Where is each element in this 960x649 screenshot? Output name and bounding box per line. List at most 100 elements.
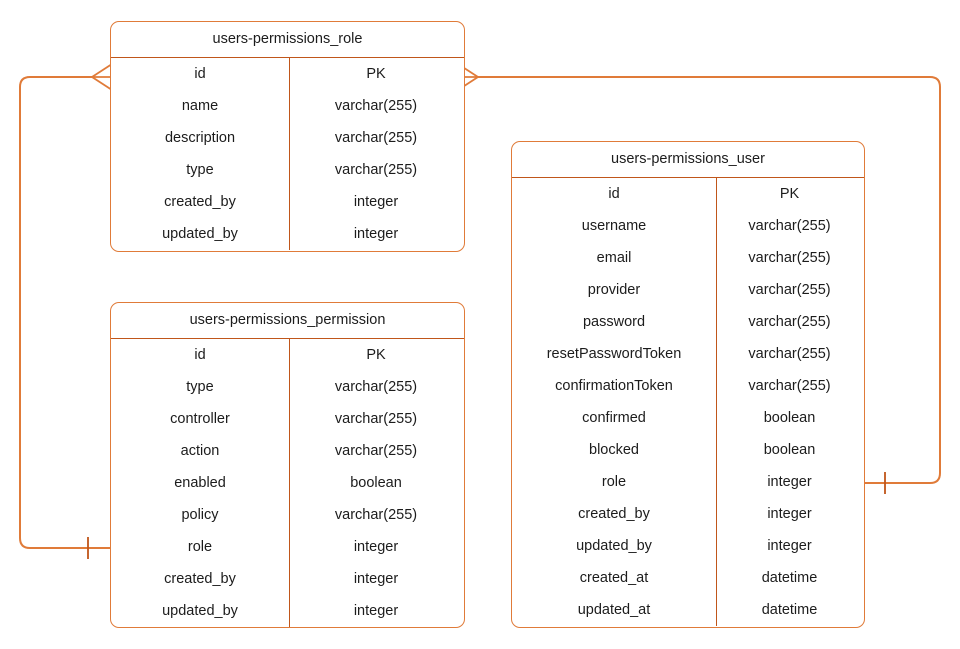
field-row[interactable]: enabled boolean [111, 467, 464, 499]
field-name: id [194, 347, 206, 363]
column-divider [289, 58, 290, 250]
field-type: integer [353, 571, 399, 587]
field-type: varchar(255) [748, 378, 831, 394]
field-type: PK [779, 186, 800, 202]
field-name: policy [181, 507, 219, 523]
relationship-role-to-permission [19, 63, 113, 559]
field-row[interactable]: confirmed boolean [512, 402, 864, 434]
field-type: PK [366, 66, 386, 82]
field-type: integer [353, 226, 399, 242]
crowsfoot-many-icon [91, 63, 113, 91]
entity-fields-role: id PK name varchar(255) description varchar(2… [111, 58, 464, 250]
column-divider [289, 339, 290, 627]
field-row[interactable]: provider varchar(255) [512, 274, 864, 306]
field-type: varchar(255) [334, 411, 418, 427]
field-name: id [194, 66, 206, 82]
field-type: PK [366, 347, 386, 363]
field-row[interactable]: role integer [512, 466, 864, 498]
field-type: integer [767, 506, 812, 522]
field-row[interactable]: updated_by integer [512, 530, 864, 562]
field-name: created_by [164, 194, 236, 210]
field-type: varchar(255) [334, 507, 418, 523]
field-name: updated_by [162, 226, 238, 242]
field-name: action [180, 443, 220, 459]
field-name: email [596, 250, 632, 266]
field-name: password [582, 314, 646, 330]
field-name: type [186, 379, 214, 395]
field-type: boolean [763, 442, 816, 458]
field-name: created_by [578, 506, 650, 522]
field-type: integer [353, 603, 399, 619]
field-row[interactable]: blocked boolean [512, 434, 864, 466]
field-row[interactable]: role integer [111, 531, 464, 563]
field-row[interactable]: type varchar(255) [111, 371, 464, 403]
entity-title-role: users-permissions_role [111, 22, 464, 58]
field-type: integer [353, 194, 399, 210]
field-name: type [186, 162, 214, 178]
field-row[interactable]: policy varchar(255) [111, 499, 464, 531]
field-row[interactable]: id PK [512, 178, 864, 210]
field-type: integer [353, 539, 399, 555]
field-row[interactable]: id PK [111, 58, 464, 90]
field-row[interactable]: resetPasswordToken varchar(255) [512, 338, 864, 370]
field-name: description [164, 130, 236, 146]
relationship-line [19, 76, 110, 549]
field-type: varchar(255) [334, 130, 418, 146]
field-row[interactable]: updated_at datetime [512, 594, 864, 626]
field-name: role [187, 539, 213, 555]
field-row[interactable]: created_at datetime [512, 562, 864, 594]
field-type: boolean [763, 410, 816, 426]
field-row[interactable]: action varchar(255) [111, 435, 464, 467]
field-name: created_at [579, 570, 649, 586]
field-type: boolean [350, 475, 402, 491]
field-name: created_by [164, 571, 236, 587]
field-row[interactable]: updated_by integer [111, 218, 464, 250]
field-type: varchar(255) [748, 218, 831, 234]
field-type: varchar(255) [334, 379, 418, 395]
field-row[interactable]: created_by integer [512, 498, 864, 530]
field-type: integer [767, 474, 812, 490]
field-name: enabled [174, 475, 226, 491]
field-name: updated_by [576, 538, 652, 554]
column-divider [716, 178, 717, 626]
field-type: varchar(255) [748, 346, 831, 362]
field-row[interactable]: confirmationToken varchar(255) [512, 370, 864, 402]
field-name: controller [170, 411, 230, 427]
field-row[interactable]: created_by integer [111, 186, 464, 218]
field-name: username [581, 218, 647, 234]
field-row[interactable]: id PK [111, 339, 464, 371]
field-row[interactable]: password varchar(255) [512, 306, 864, 338]
field-name: name [181, 98, 219, 114]
field-name: provider [587, 282, 641, 298]
field-type: varchar(255) [334, 443, 418, 459]
field-name: id [608, 186, 620, 202]
field-name: updated_by [162, 603, 238, 619]
field-row[interactable]: created_by integer [111, 563, 464, 595]
field-type: varchar(255) [748, 282, 831, 298]
entity-fields-permission: id PK type varchar(255) controller varchar(25… [111, 339, 464, 627]
field-name: updated_at [577, 602, 651, 618]
field-type: datetime [761, 570, 818, 586]
entity-title-permission: users-permissions_permission [111, 303, 464, 339]
field-type: integer [767, 538, 812, 554]
field-name: role [601, 474, 627, 490]
field-type: varchar(255) [334, 98, 418, 114]
field-type: varchar(255) [748, 314, 831, 330]
field-name: blocked [589, 442, 639, 458]
field-row[interactable]: controller varchar(255) [111, 403, 464, 435]
field-row[interactable]: updated_by integer [111, 595, 464, 627]
entity-title-user: users-permissions_user [512, 142, 864, 178]
field-name: confirmationToken [555, 378, 673, 394]
field-name: resetPasswordToken [546, 346, 682, 362]
field-row[interactable]: name varchar(255) [111, 90, 464, 122]
field-name: confirmed [582, 410, 646, 426]
field-type: datetime [761, 602, 818, 618]
field-row[interactable]: username varchar(255) [512, 210, 864, 242]
field-row[interactable]: description varchar(255) [111, 122, 464, 154]
